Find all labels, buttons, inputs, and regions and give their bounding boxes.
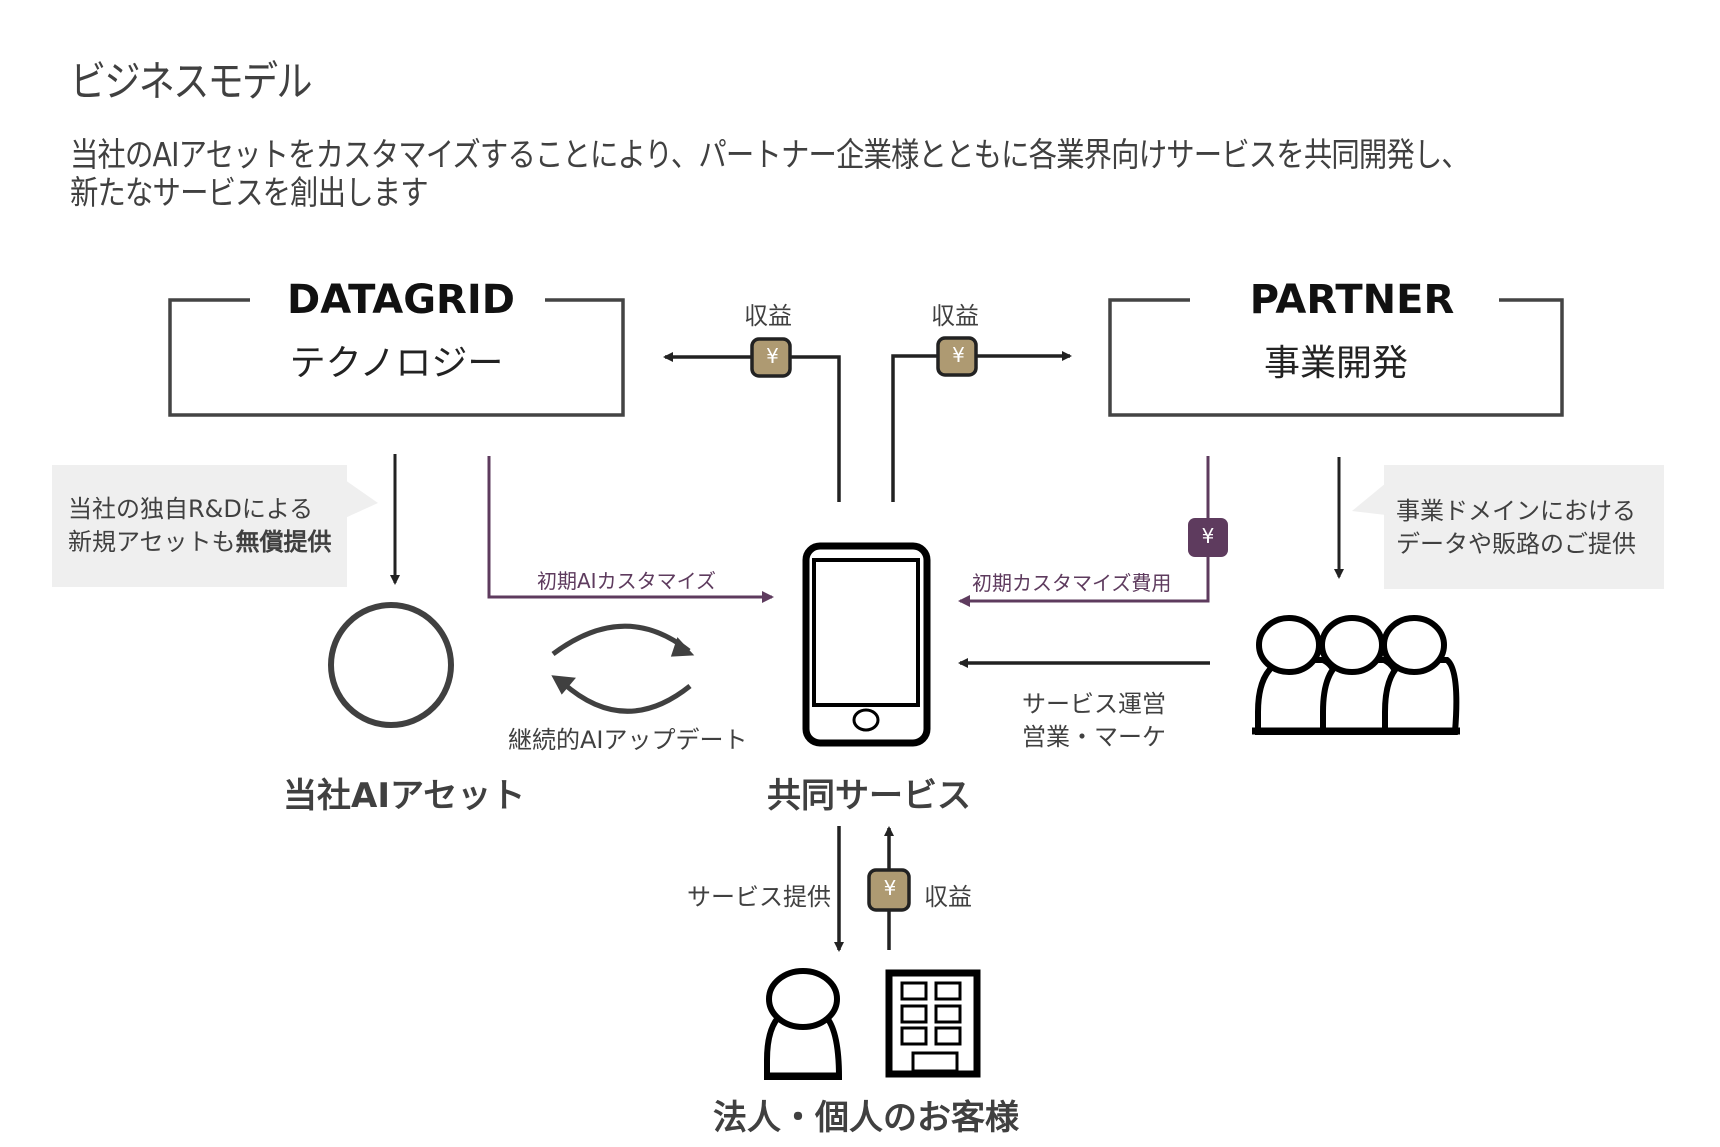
partner-heading: PARTNER [1205,277,1499,323]
callout-right-line1: 事業ドメインにおける [1396,497,1636,525]
callout-left-line2: 新規アセットも [68,528,236,556]
yen-symbol: ¥ [1201,524,1215,548]
arrow-initial-customize-fee [958,456,1210,607]
revenue-label-right: 収益 [931,302,979,330]
node-customers: 法人・個人のお客様 [713,1098,1019,1138]
label-service-operation: サービス運営 営業・マーケ [1022,688,1166,754]
service-operation-line1: サービス運営 [1022,690,1166,718]
label-continuous-ai-update: 継続的AIアップデート [508,726,748,754]
label-service-provision: サービス提供 [687,883,831,911]
arrow-initial-ai-customize [487,456,774,603]
yen-icon [1188,518,1228,557]
datagrid-box [168,298,625,417]
node-joint-service: 共同サービス [767,776,971,816]
page-subtitle: 当社のAIアセットをカスタマイズすることにより、パートナー企業様とともに各業界向… [70,135,1470,212]
person-icon [764,968,843,1080]
smartphone-icon [802,542,931,747]
callout-left-line1: 当社の独自R&Dによる [68,495,314,523]
subtitle-line-1: 当社のAIアセットをカスタマイズすることにより、パートナー企業様とともに各業界向… [70,135,1470,174]
yen-icon [750,337,792,378]
yen-symbol: ¥ [952,343,965,367]
yen-symbol: ¥ [766,344,779,368]
label-initial-ai-customize: 初期AIカスタマイズ [537,569,716,593]
callout-left-emphasis: 無償提供 [235,528,332,556]
circle-asset-icon [328,602,454,728]
page-title: ビジネスモデル [70,57,313,106]
partner-box [1108,298,1564,417]
revenue-arrow-right [891,351,1072,502]
callout-right [1352,465,1664,589]
group-people-icon [1252,615,1460,735]
building-icon [885,969,981,1078]
partner-subheading: 事業開発 [1263,343,1408,384]
callout-right-text: 事業ドメインにおける データや販路のご提供 [1396,495,1636,561]
cycle-arrows-icon [551,623,695,714]
label-initial-customize-fee: 初期カスタマイズ費用 [972,571,1172,595]
service-operation-line2: 営業・マーケ [1022,723,1166,751]
node-ai-asset: 当社AIアセット [283,776,526,816]
yen-symbol: ¥ [883,876,897,900]
revenue-label-left: 収益 [744,302,792,330]
callout-right-line2: データや販路のご提供 [1396,530,1636,558]
revenue-label-bottom: 収益 [924,883,972,911]
subtitle-line-2: 新たなサービスを創出します [70,173,429,212]
callout-left [52,465,378,587]
yen-icon [936,336,978,377]
callout-left-text: 当社の独自R&Dによる 新規アセットも無償提供 [68,493,332,559]
datagrid-heading: DATAGRID [258,277,544,323]
datagrid-subheading: テクノロジー [289,343,504,384]
yen-icon [867,868,911,912]
revenue-arrow-left [663,352,841,502]
